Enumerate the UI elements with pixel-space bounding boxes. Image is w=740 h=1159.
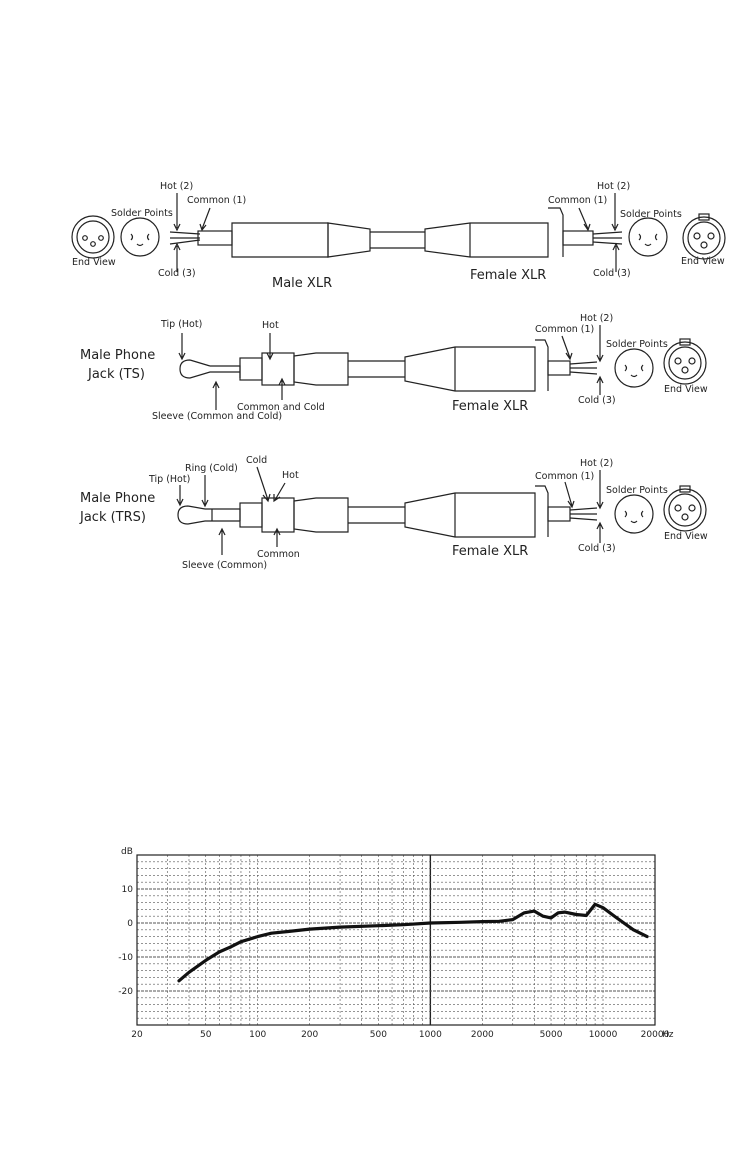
xlr-cable-diagram bbox=[71, 193, 726, 272]
female-xlr-end-view-icon bbox=[663, 485, 707, 532]
y-tick-label: -10 bbox=[118, 953, 133, 963]
label-end-view: End View bbox=[664, 384, 708, 395]
response-curve bbox=[177, 902, 649, 983]
chart-grid bbox=[136, 854, 656, 1026]
chart-frame bbox=[136, 854, 656, 1026]
label-common-right: Common (1) bbox=[535, 471, 594, 482]
ts-plug-body bbox=[261, 352, 295, 386]
female-xlr-title: Female XLR bbox=[470, 268, 546, 283]
trs-cable-diagram bbox=[176, 466, 707, 555]
y-tick-label: 10 bbox=[122, 885, 134, 895]
label-cold-top: Cold bbox=[246, 455, 267, 466]
trs-title-line1: Male Phone bbox=[80, 491, 155, 506]
ts-plug-tip bbox=[179, 359, 241, 379]
female-xlr-solder-view-icon bbox=[614, 494, 654, 534]
label-hot-right: Hot (2) bbox=[597, 181, 630, 192]
x-tick-label: 20 bbox=[131, 1030, 143, 1040]
female-xlr-end-view-icon bbox=[663, 338, 707, 385]
male-xlr-title: Male XLR bbox=[272, 276, 332, 291]
female-xlr-body bbox=[404, 346, 536, 392]
x-tick-label: 100 bbox=[249, 1030, 266, 1040]
female-xlr-title: Female XLR bbox=[452, 399, 528, 414]
x-tick-label: 20000 bbox=[641, 1030, 670, 1040]
label-hot: Hot bbox=[262, 320, 279, 331]
female-xlr-solder-view-icon bbox=[614, 348, 654, 388]
label-hot: Hot (2) bbox=[160, 181, 193, 192]
x-tick-label: 200 bbox=[301, 1030, 318, 1040]
x-tick-label: 50 bbox=[200, 1030, 212, 1040]
label-end-view: End View bbox=[72, 257, 116, 268]
label-sleeve: Sleeve (Common and Cold) bbox=[152, 411, 282, 422]
label-sleeve: Sleeve (Common) bbox=[182, 560, 267, 571]
ts-cable-diagram bbox=[178, 325, 707, 410]
label-hot-2: Hot (2) bbox=[580, 313, 613, 324]
y-tick-label: 0 bbox=[127, 919, 133, 929]
label-solder-points: Solder Points bbox=[111, 208, 173, 219]
label-end-view-right: End View bbox=[681, 256, 725, 267]
x-tick-label: 2000 bbox=[471, 1030, 494, 1040]
x-tick-label: 5000 bbox=[540, 1030, 563, 1040]
label-end-view: End View bbox=[664, 531, 708, 542]
label-ring: Ring (Cold) bbox=[185, 463, 238, 474]
female-xlr-body bbox=[424, 222, 549, 258]
x-tick-label: 500 bbox=[370, 1030, 387, 1040]
y-tick-labels: 10 0 -10 -20 bbox=[118, 885, 133, 997]
male-xlr-sleeve bbox=[197, 230, 233, 246]
x-axis-unit: Hz bbox=[662, 1030, 674, 1040]
label-cold: Cold (3) bbox=[578, 395, 616, 406]
label-hot: Hot bbox=[282, 470, 299, 481]
label-common-right: Common (1) bbox=[548, 195, 607, 206]
male-xlr-end-view-icon bbox=[71, 215, 115, 259]
label-tip-hot: Tip (Hot) bbox=[148, 474, 190, 485]
trs-plug-tip bbox=[177, 505, 241, 525]
label-common: Common (1) bbox=[187, 195, 246, 206]
x-tick-label: 10000 bbox=[589, 1030, 618, 1040]
label-solder-points: Solder Points bbox=[606, 339, 668, 350]
cable bbox=[348, 360, 405, 378]
x-tick-label: 1000 bbox=[419, 1030, 442, 1040]
label-cold-right: Cold (3) bbox=[593, 268, 631, 279]
label-common-and-cold: Common and Cold bbox=[237, 402, 325, 413]
y-axis-unit: dB bbox=[121, 847, 133, 857]
female-xlr-title: Female XLR bbox=[452, 544, 528, 559]
cable bbox=[348, 506, 405, 524]
label-solder-points: Solder Points bbox=[606, 485, 668, 496]
x-tick-labels: 20 50 100 200 500 1000 2000 5000 10000 20000 bbox=[131, 1030, 669, 1040]
label-cold: Cold (3) bbox=[578, 543, 616, 554]
label-tip-hot: Tip (Hot) bbox=[160, 319, 202, 330]
trs-title-line2: Jack (TRS) bbox=[79, 510, 146, 525]
male-xlr-solder-view-icon bbox=[120, 217, 160, 257]
female-xlr-end-view-icon bbox=[682, 213, 726, 260]
female-xlr-solder-view-icon bbox=[628, 217, 668, 257]
label-common: Common bbox=[257, 549, 300, 560]
cable bbox=[370, 231, 425, 249]
label-solder-points-right: Solder Points bbox=[620, 209, 682, 220]
label-cold: Cold (3) bbox=[158, 268, 196, 279]
label-hot-2: Hot (2) bbox=[580, 458, 613, 469]
ts-title-line1: Male Phone bbox=[80, 348, 155, 363]
female-xlr-body bbox=[404, 492, 536, 538]
ts-title-line2: Jack (TS) bbox=[87, 367, 145, 382]
male-xlr-body bbox=[231, 222, 329, 258]
y-tick-label: -20 bbox=[118, 987, 133, 997]
label-common: Common (1) bbox=[535, 324, 594, 335]
trs-plug-body bbox=[261, 497, 295, 533]
